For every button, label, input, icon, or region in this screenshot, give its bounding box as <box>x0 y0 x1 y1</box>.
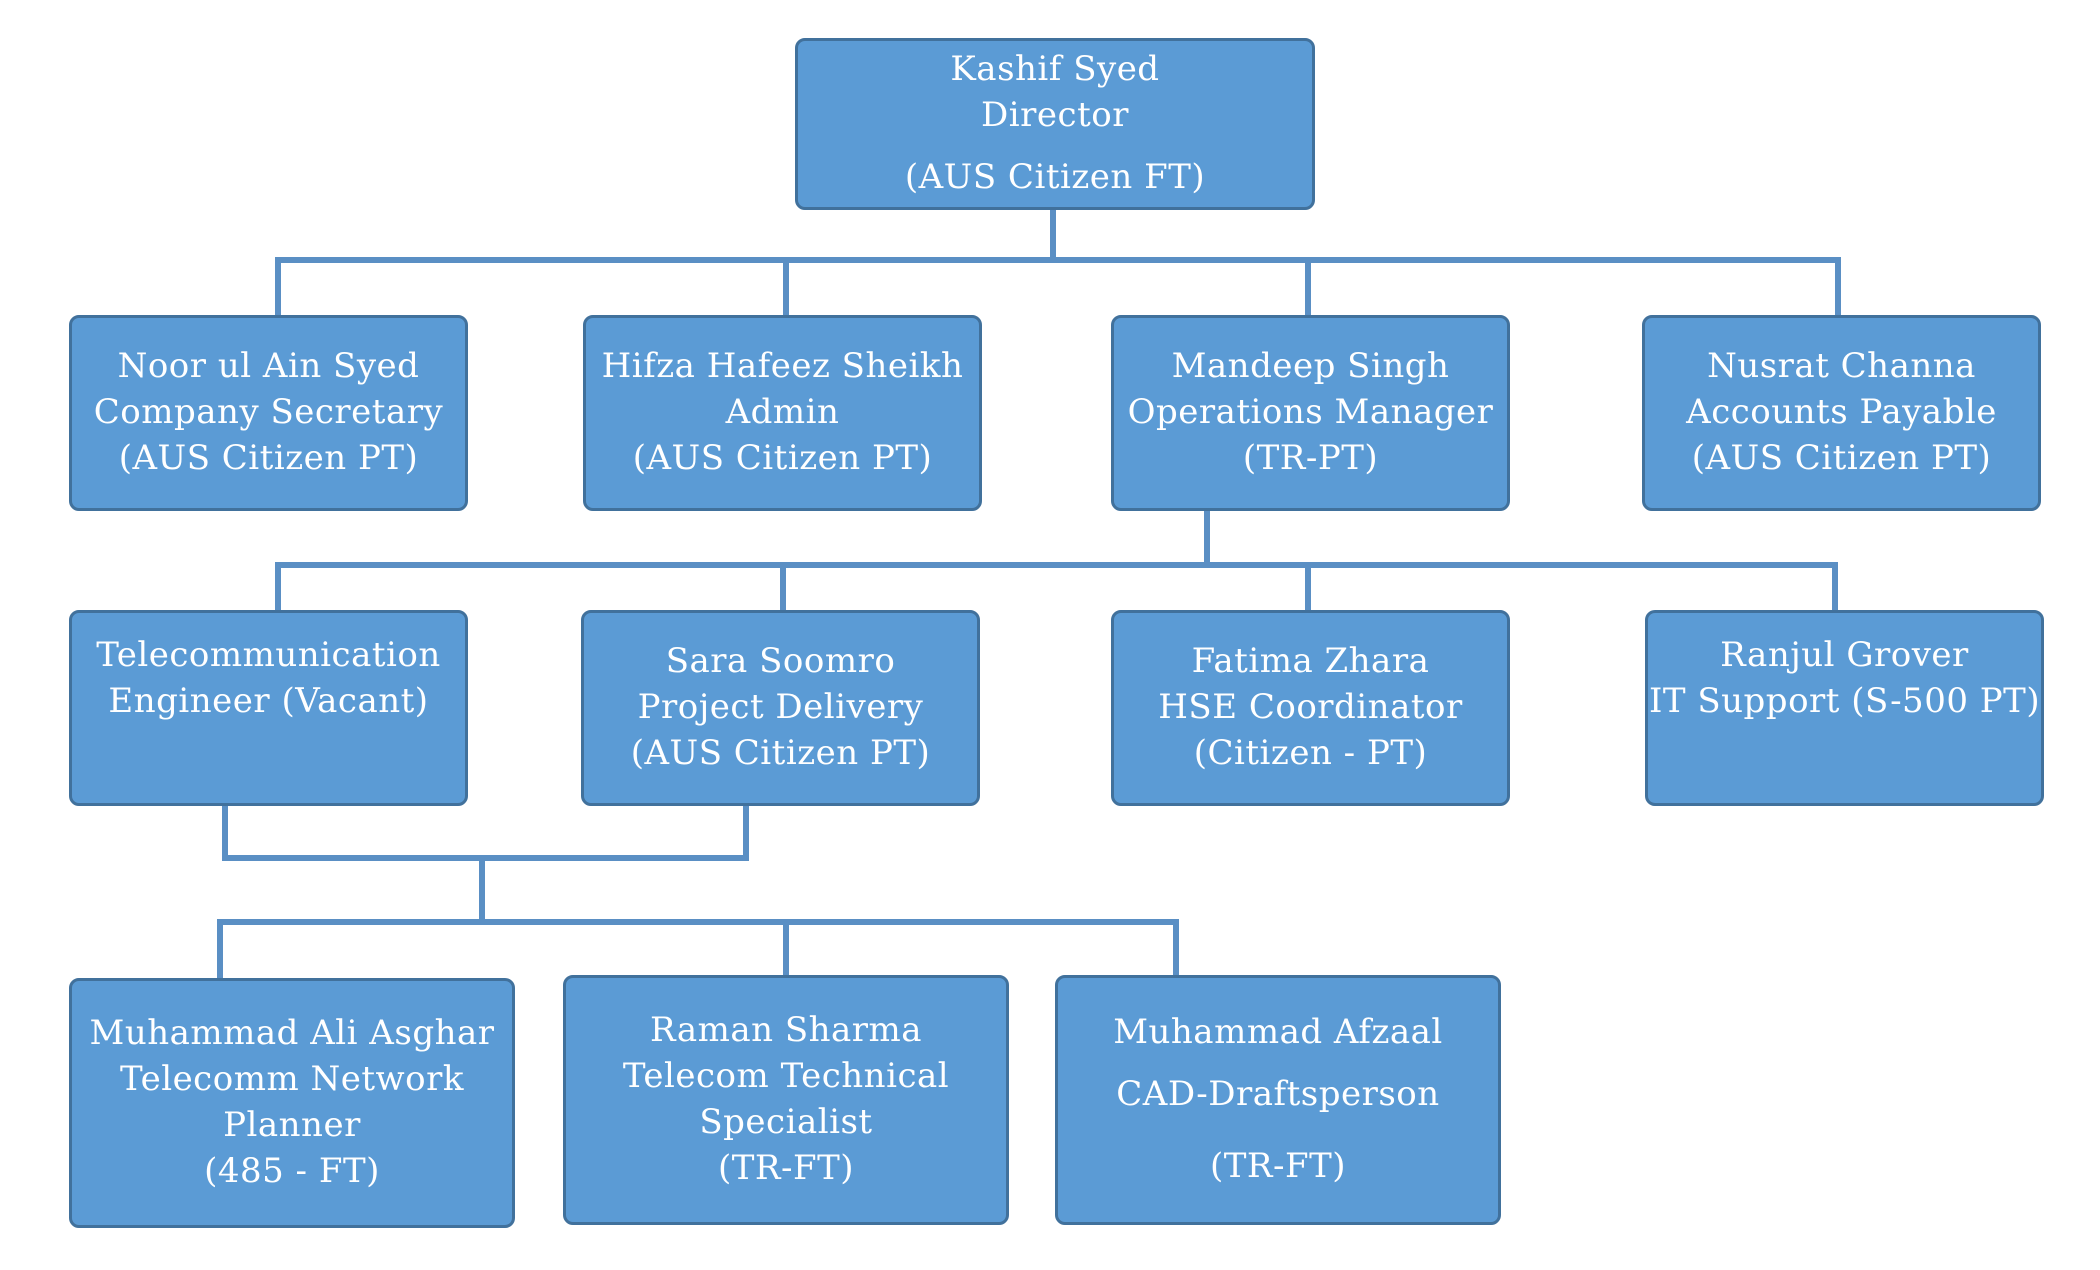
node-line-2: IT Support (S-500 PT) <box>1648 680 2041 721</box>
node-status: (TR-PT) <box>1242 437 1379 478</box>
node-line-2: Project Delivery <box>637 687 924 728</box>
node-role: Company Secretary <box>93 392 444 433</box>
director-status: (AUS Citizen FT) <box>904 156 1206 197</box>
node-raman-sharma[interactable]: Raman Sharma Telecom Technical Specialis… <box>563 975 1009 1225</box>
node-line-1: Muhammad Afzaal <box>1113 1012 1443 1053</box>
node-line-2: Engineer (Vacant) <box>108 680 429 721</box>
node-status: (AUS Citizen PT) <box>1691 437 1992 478</box>
node-line-2: Telecomm Network <box>120 1059 464 1100</box>
node-line-4: (485 - FT) <box>204 1150 380 1191</box>
node-line-2: HSE Coordinator <box>1158 687 1463 728</box>
node-muhammad-afzaal[interactable]: Muhammad Afzaal CAD-Draftsperson (TR-FT) <box>1055 975 1501 1225</box>
node-line-3: (TR-FT) <box>1209 1145 1347 1186</box>
node-nusrat-channa[interactable]: Nusrat Channa Accounts Payable (AUS Citi… <box>1642 315 2041 511</box>
node-line-3: (AUS Citizen PT) <box>630 732 931 773</box>
node-name: Mandeep Singh <box>1171 346 1450 387</box>
node-line-1: Muhammad Ali Asghar <box>89 1013 495 1054</box>
node-line-1: Raman Sharma <box>649 1010 923 1051</box>
node-line-1: Ranjul Grover <box>1720 635 1969 675</box>
node-role: Accounts Payable <box>1686 392 1997 433</box>
node-director[interactable]: Kashif Syed Director (AUS Citizen FT) <box>795 38 1315 210</box>
node-ranjul-grover[interactable]: Ranjul Grover IT Support (S-500 PT) <box>1645 610 2044 806</box>
node-sara-soomro[interactable]: Sara Soomro Project Delivery (AUS Citize… <box>581 610 980 806</box>
node-line-3: (Citizen - PT) <box>1193 732 1428 773</box>
node-name: Noor ul Ain Syed <box>117 346 420 387</box>
node-muhammad-ali-asghar[interactable]: Muhammad Ali Asghar Telecomm Network Pla… <box>69 978 515 1228</box>
node-line-1: Fatima Zhara <box>1191 641 1430 682</box>
node-line-1: Telecommunication <box>96 635 441 675</box>
node-mandeep-singh[interactable]: Mandeep Singh Operations Manager (TR-PT) <box>1111 315 1510 511</box>
node-hifza-hafeez-sheikh[interactable]: Hifza Hafeez Sheikh Admin (AUS Citizen P… <box>583 315 982 511</box>
node-telecommunication-engineer[interactable]: Telecommunication Engineer (Vacant) <box>69 610 468 806</box>
node-line-1: Sara Soomro <box>665 641 896 682</box>
connector-engineer-sara-bracket <box>222 802 749 861</box>
node-status: (AUS Citizen PT) <box>118 437 419 478</box>
node-line-2: CAD-Draftsperson <box>1116 1074 1440 1115</box>
node-name: Nusrat Channa <box>1707 346 1976 387</box>
node-fatima-zhara[interactable]: Fatima Zhara HSE Coordinator (Citizen - … <box>1111 610 1510 806</box>
node-line-4: (TR-FT) <box>717 1147 855 1188</box>
director-role: Director <box>981 95 1129 136</box>
node-line-3: Planner <box>223 1105 361 1145</box>
node-role: Admin <box>725 392 840 433</box>
director-name: Kashif Syed <box>950 49 1160 90</box>
node-line-2: Telecom Technical <box>622 1056 950 1097</box>
node-line-3: Specialist <box>699 1102 873 1142</box>
node-noor-ul-ain-syed[interactable]: Noor ul Ain Syed Company Secretary (AUS … <box>69 315 468 511</box>
node-status: (AUS Citizen PT) <box>632 437 933 478</box>
node-role: Operations Manager <box>1127 392 1494 433</box>
node-name: Hifza Hafeez Sheikh <box>601 346 964 387</box>
